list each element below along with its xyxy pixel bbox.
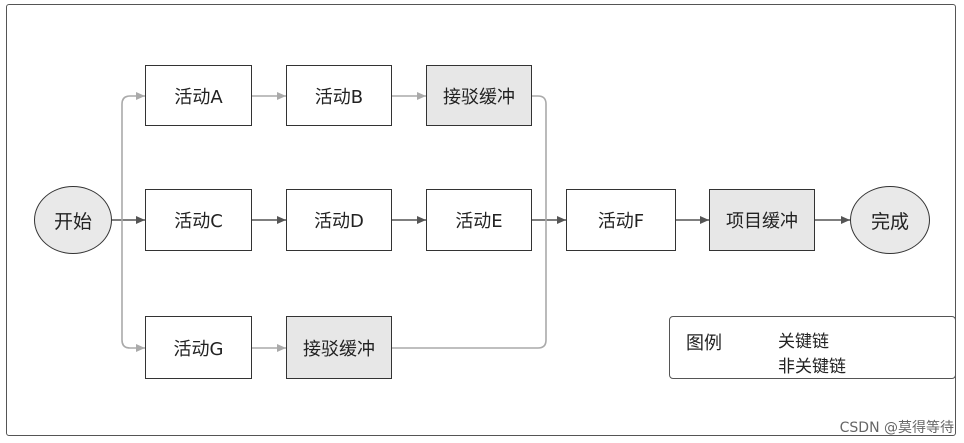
activity-d: 活动D <box>286 189 392 251</box>
finish-node: 完成 <box>850 186 930 254</box>
legend: 图例 关键链 非关键链 <box>669 316 956 379</box>
diagram-frame <box>6 4 956 436</box>
feeding-buffer-bottom: 接驳缓冲 <box>286 316 392 379</box>
project-buffer: 项目缓冲 <box>709 189 815 251</box>
watermark: CSDN @莫得等待 <box>839 420 954 436</box>
activity-f: 活动F <box>566 189 676 251</box>
activity-g: 活动G <box>145 316 252 379</box>
activity-a: 活动A <box>145 65 252 126</box>
legend-critical-label: 关键链 <box>778 332 829 352</box>
merge-top-buffer-to-f <box>532 95 547 220</box>
merge-bottom-buffer-to-f <box>392 220 547 349</box>
activity-e: 活动E <box>426 189 532 251</box>
branch-start-to-g <box>121 220 145 352</box>
legend-non-critical-label: 非关键链 <box>778 357 846 377</box>
activity-c: 活动C <box>145 189 252 251</box>
legend-title: 图例 <box>686 333 722 354</box>
feeding-buffer-top: 接驳缓冲 <box>426 65 532 126</box>
activity-b: 活动B <box>286 65 392 126</box>
branch-start-to-a <box>121 92 145 220</box>
start-node: 开始 <box>34 186 112 254</box>
